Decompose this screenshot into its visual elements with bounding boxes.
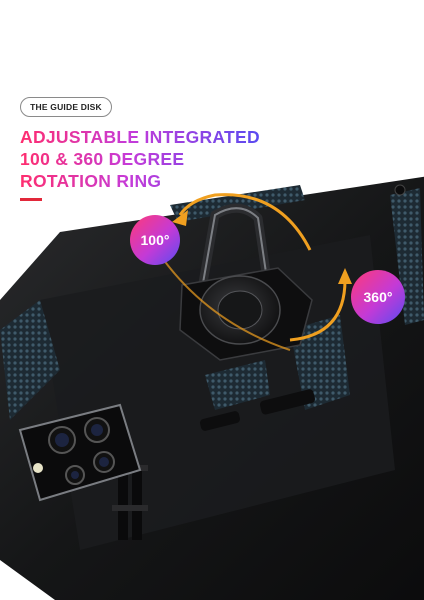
- arrow-left-head-icon: [172, 210, 188, 226]
- badge-360-label: 360°: [364, 289, 393, 305]
- rotation-ring: [179, 203, 313, 361]
- badge-100-degree: 100°: [130, 215, 180, 265]
- badge-360-degree: 360°: [351, 270, 405, 324]
- guide-disk-tag-label: THE GUIDE DISK: [30, 102, 102, 112]
- guide-disk-tag: THE GUIDE DISK: [20, 97, 112, 117]
- arrow-up-head-icon: [338, 268, 352, 284]
- badge-100-label: 100°: [141, 232, 170, 248]
- camera-module: [18, 403, 142, 502]
- accent-divider: [20, 198, 42, 201]
